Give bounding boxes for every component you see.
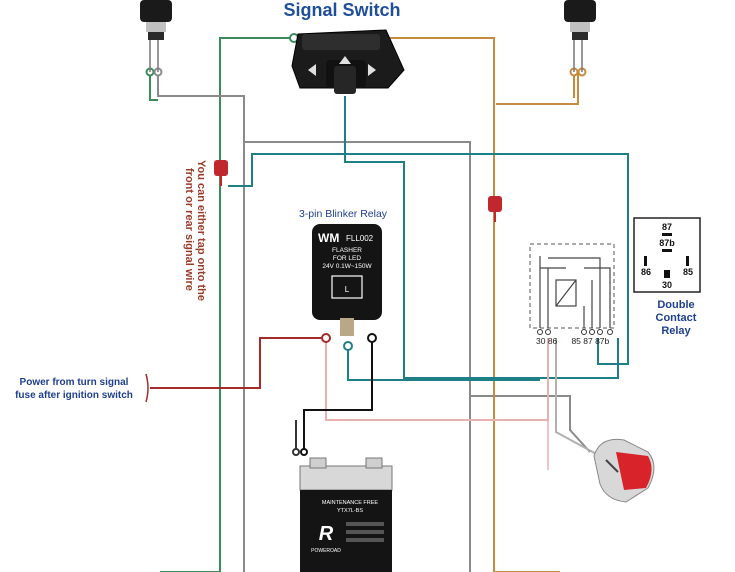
tap-connector-left	[214, 160, 228, 176]
battery-logo: R	[319, 523, 334, 545]
relay-schematic: 30 86 85 87 87b	[529, 243, 615, 346]
tap-note-line2: front or rear signal wire	[183, 168, 195, 291]
blinker-line1: FLASHER	[332, 247, 362, 254]
left-bulb-socket	[140, 0, 172, 72]
gray-wire-top	[244, 141, 471, 572]
teal-wire-top	[228, 153, 629, 365]
relay-caption-3: Relay	[661, 325, 691, 337]
pin-85-label: 85	[683, 267, 693, 277]
power-note-line2: fuse after ignition switch	[15, 390, 133, 401]
right-arrow-icon	[368, 64, 376, 76]
signal-switch[interactable]	[291, 29, 405, 94]
power-note-line1: Power from turn signal	[20, 377, 129, 388]
pin-87b-label: 87b	[659, 238, 675, 248]
relay-caption-1: Double	[657, 299, 694, 311]
blinker-line2: FOR LED	[333, 255, 361, 262]
pin-30-label: 30	[662, 280, 672, 290]
terminal-dot	[292, 448, 300, 456]
pin-86-label: 86	[641, 267, 651, 277]
blinker-pin-label: L	[345, 285, 350, 294]
terminal-dot	[321, 333, 331, 343]
terminal-dot	[367, 333, 377, 343]
relay-caption-2: Contact	[656, 312, 697, 324]
blinker-relay-caption: 3-pin Blinker Relay	[299, 208, 388, 220]
gray-wire-button	[555, 338, 601, 457]
battery-brand: POWEROAD	[311, 548, 341, 554]
green-wire-main	[219, 37, 294, 572]
orange-wire-switch	[382, 37, 495, 572]
relay-pinout: 87 87b 86 85 30	[633, 217, 701, 293]
hazard-button[interactable]	[593, 438, 655, 503]
tap-note: You can either tap onto the front or rea…	[183, 160, 207, 301]
battery-model: YTX7L-BS	[337, 508, 363, 514]
wires	[149, 37, 629, 572]
left-arrow-icon	[308, 64, 316, 76]
teal-wire-switch	[344, 96, 619, 379]
relay-terminal-labels: 30 86 85 87 87b	[536, 336, 610, 346]
teal-wire-blinker	[347, 346, 540, 381]
terminal-dot	[343, 341, 353, 351]
black-wire	[303, 338, 373, 452]
battery-label: MAINTENANCE FREE	[322, 500, 379, 506]
tap-note-line1: You can either tap onto the	[195, 160, 207, 301]
green-wire	[149, 72, 158, 101]
orange-wire-bulb	[496, 72, 579, 105]
battery: MAINTENANCE FREE YTX7L-BS R POWEROAD	[299, 457, 393, 572]
up-arrow-icon	[339, 56, 351, 64]
gray-wire-left	[157, 72, 245, 572]
diagram-title: Signal Switch	[283, 0, 400, 20]
blinker-model: FLL002	[346, 234, 374, 243]
blinker-relay: WM FLL002 FLASHER FOR LED 24V 0.1W~150W …	[312, 224, 382, 336]
tap-connectors	[214, 160, 502, 222]
blinker-brand: WM	[318, 231, 339, 245]
right-bulb-socket	[564, 0, 596, 72]
red-wire-power	[150, 337, 326, 389]
pin-87-label: 87	[662, 222, 672, 232]
blinker-line3: 24V 0.1W~150W	[322, 263, 372, 270]
terminal-dot	[300, 448, 308, 456]
gray-wire-relay	[470, 395, 591, 453]
tap-connector-right	[488, 196, 502, 212]
power-bracket	[145, 373, 149, 403]
